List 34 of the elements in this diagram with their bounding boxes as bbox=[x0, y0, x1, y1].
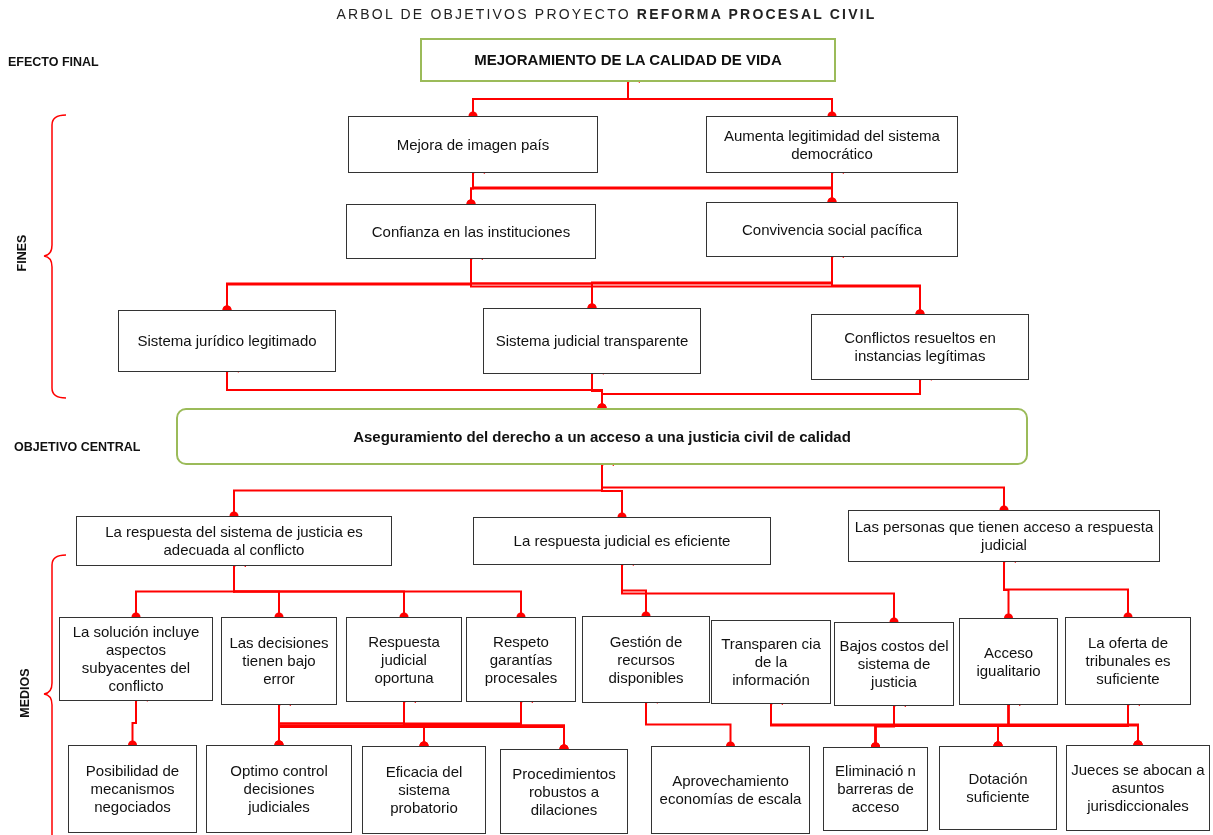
objective-box: Convivencia social pacífica bbox=[706, 202, 958, 257]
diagram-title: ARBOL DE OBJETIVOS PROYECTO REFORMA PROCESAL CIVIL bbox=[335, 6, 878, 22]
section-label: MEDIOS bbox=[17, 668, 32, 718]
objective-box: MEJORAMIENTO DE LA CALIDAD DE VIDA bbox=[420, 38, 836, 82]
objective-box: Sistema judicial transparente bbox=[483, 308, 701, 374]
objective-box: Aprovechamiento economías de escala bbox=[651, 746, 810, 834]
objective-box: Aumenta legitimidad del sistema democrático bbox=[706, 116, 958, 173]
objective-box: Optimo control decisiones judiciales bbox=[206, 745, 352, 833]
objective-box: Dotación suficiente bbox=[939, 746, 1057, 830]
objective-box: Gestión de recursos disponibles bbox=[582, 616, 710, 703]
objective-box: Confianza en las instituciones bbox=[346, 204, 596, 259]
objective-box: Mejora de imagen país bbox=[348, 116, 598, 173]
objective-box: La solución incluye aspectos subyacentes del conflicto bbox=[59, 617, 213, 701]
section-label: EFECTO FINAL bbox=[8, 55, 99, 69]
objective-box: Las personas que tienen acceso a respuesta judicial bbox=[848, 510, 1160, 562]
objective-box: La respuesta del sistema de justicia es adecuada al conflicto bbox=[76, 516, 392, 566]
section-label: FINES bbox=[15, 234, 30, 272]
objective-box: Transparen cia de la información bbox=[711, 620, 831, 704]
objective-box: Posibilidad de mecanismos negociados bbox=[68, 745, 197, 833]
objective-box: Las decisiones tienen bajo error bbox=[221, 617, 337, 705]
objective-box: Respuesta judicial oportuna bbox=[346, 617, 462, 702]
objective-box: Eliminació n barreras de acceso bbox=[823, 747, 928, 831]
objective-box: Aseguramiento del derecho a un acceso a una justicia civil de calidad bbox=[176, 408, 1028, 465]
objective-box: La oferta de tribunales es suficiente bbox=[1065, 617, 1191, 705]
objective-box: La respuesta judicial es eficiente bbox=[473, 517, 771, 565]
section-label: OBJETIVO CENTRAL bbox=[14, 440, 141, 454]
objective-box: Bajos costos del sistema de justicia bbox=[834, 622, 954, 706]
objective-box: Conflictos resueltos en instancias legítimas bbox=[811, 314, 1029, 380]
objective-box: Procedimientos robustos a dilaciones bbox=[500, 749, 628, 834]
objective-box: Acceso igualitario bbox=[959, 618, 1058, 705]
objective-box: Respeto garantías procesales bbox=[466, 617, 576, 702]
objective-box: Eficacia del sistema probatorio bbox=[362, 746, 486, 834]
objective-box: Jueces se abocan a asuntos jurisdiccionales bbox=[1066, 745, 1210, 831]
objective-box: Sistema jurídico legitimado bbox=[118, 310, 336, 372]
